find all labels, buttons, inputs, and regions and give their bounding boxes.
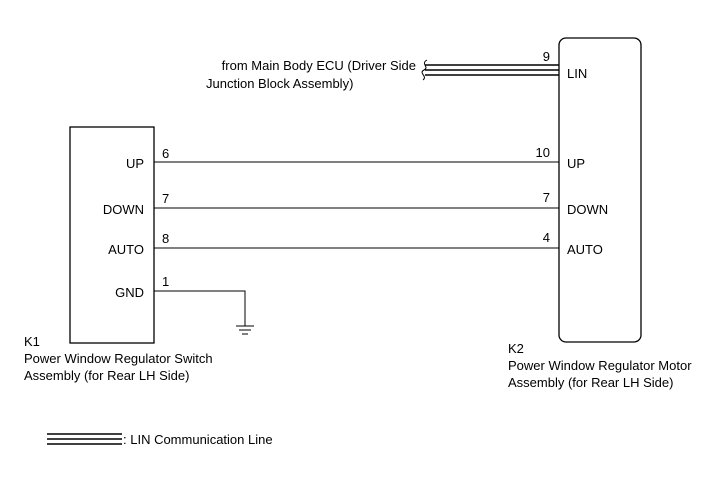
k1-code: K1 (24, 334, 40, 349)
legend-label: : LIN Communication Line (123, 432, 273, 447)
k2-name-line2: Assembly (for Rear LH Side) (508, 375, 674, 390)
k2-code: K2 (508, 341, 524, 356)
k2-pin-label-down: DOWN (567, 202, 609, 217)
k1-pin-label-auto: AUTO (108, 242, 144, 257)
wire-break-symbol (421, 59, 428, 81)
lin-bus-wire (425, 64, 559, 76)
legend-lin-line-icon (47, 433, 122, 445)
k1-pin-label-up: UP (125, 156, 144, 171)
k2-connector-box (558, 37, 642, 343)
k1-pin-number-auto: 8 (162, 231, 170, 246)
k2-pin-label-up: UP (567, 156, 586, 171)
k2-pin-number-auto: 4 (542, 230, 550, 245)
k1-pin-number-down: 7 (162, 191, 170, 206)
k2-pin-label-auto: AUTO (567, 242, 603, 257)
k1-connector-box (69, 126, 155, 344)
k1-pin-label-gnd: GND (115, 285, 144, 300)
k2-pin-number-lin: 9 (542, 49, 550, 64)
k1-pin-number-gnd: 1 (162, 274, 170, 289)
k1-name-line2: Assembly (for Rear LH Side) (24, 368, 190, 383)
k2-pin-number-up: 10 (535, 145, 550, 160)
ground-icon (236, 325, 254, 335)
source-label-line2: Junction Block Assembly) (206, 76, 354, 91)
k2-pin-number-down: 7 (542, 190, 550, 205)
k1-pin-label-down: DOWN (102, 202, 144, 217)
k1-pin-number-up: 6 (162, 146, 170, 161)
wire-gnd (154, 290, 246, 326)
k2-name-line1: Power Window Regulator Motor (508, 358, 692, 373)
source-label-line1: from Main Body ECU (Driver Side (221, 58, 416, 73)
k1-name-line1: Power Window Regulator Switch (24, 351, 213, 366)
k2-pin-label-lin: LIN (567, 66, 588, 81)
